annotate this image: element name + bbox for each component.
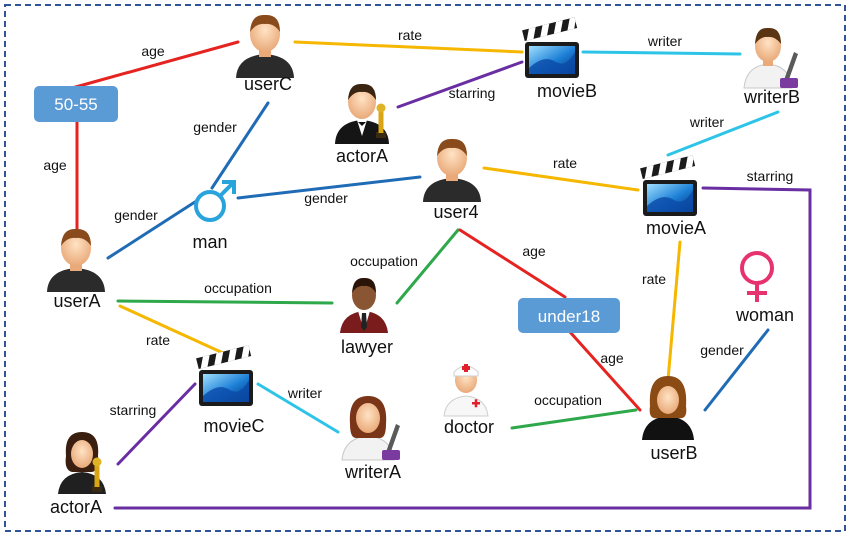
female-symbol-icon [740, 251, 774, 302]
edge-gender-userc-man [210, 101, 270, 190]
edge-starring-actora-moviec [116, 382, 197, 466]
edge-starring-actora-movieb [396, 60, 524, 109]
edge-label: rate [398, 27, 422, 43]
edge-label: starring [110, 402, 157, 418]
edge-gender-man-user4 [236, 175, 422, 200]
moviea-clapper-icon [640, 155, 697, 216]
edge-label: occupation [204, 280, 272, 296]
node-label-moviec: movieC [203, 416, 264, 436]
edge-gender-woman-userb [703, 328, 770, 412]
node-label-lawyer: lawyer [341, 337, 393, 357]
actora-top-person-icon [335, 83, 389, 144]
node-label-actora-top: actorA [336, 146, 388, 166]
edge-occupation-lawyer-user4 [395, 228, 460, 305]
edge-label: age [522, 243, 546, 259]
writera-person-icon [341, 396, 400, 461]
edge-label: gender [114, 207, 158, 223]
edge-occupation-usera-lawyer [116, 299, 334, 305]
edge-label: writer [287, 385, 323, 401]
moviec-clapper-icon [196, 345, 253, 406]
value-box-under18: under18 [518, 298, 620, 333]
node-labels: userC movieB writerB actorA user4 movieA… [50, 74, 800, 517]
edge-writer-writerb-moviea [666, 110, 780, 157]
edge-rate-usera-moviec [118, 304, 236, 360]
edge-label: starring [747, 168, 794, 184]
svg-text:under18: under18 [538, 307, 600, 326]
lawyer-person-icon [340, 277, 388, 333]
edge-label: age [141, 43, 165, 59]
node-label-woman: woman [735, 305, 794, 325]
edge-label: writer [689, 114, 725, 130]
node-label-user4: user4 [433, 202, 478, 222]
edge-rate-userc-movieb [293, 40, 524, 54]
dashed-frame [4, 4, 846, 532]
edge-rate-moviea-userb [666, 240, 682, 382]
node-label-moviea: movieA [646, 218, 706, 238]
edge-label: gender [193, 119, 237, 135]
edge-starring-moviea-actora [113, 186, 812, 510]
node-label-userc: userC [244, 74, 292, 94]
edges [70, 40, 812, 510]
trophy-icon [376, 103, 386, 138]
edge-label: writer [647, 33, 683, 49]
edge-labels: age rate writer starring writer gender a… [43, 27, 793, 418]
doctor-person-icon [443, 364, 489, 417]
node-label-movieb: movieB [537, 81, 597, 101]
edge-label: starring [449, 85, 496, 101]
edge-label: age [43, 157, 67, 173]
trophy-icon [92, 457, 102, 492]
node-label-writera: writerA [344, 462, 401, 482]
edge-label: rate [642, 271, 666, 287]
edge-rate-user4-moviea [482, 166, 640, 192]
writerb-person-icon [743, 27, 798, 89]
edge-label: rate [553, 155, 577, 171]
svg-text:50-55: 50-55 [54, 95, 97, 114]
user4-person-icon [423, 138, 481, 202]
edge-gender-usera-man [106, 198, 200, 260]
edge-label: gender [304, 190, 348, 206]
edge-writer-movieb-writerb [581, 50, 742, 56]
userc-person-icon [236, 14, 294, 78]
edge-age-under18-userb [568, 330, 642, 412]
edge-label: occupation [350, 253, 418, 269]
node-label-usera: userA [53, 291, 100, 311]
edge-label: age [600, 350, 624, 366]
edge-label: rate [146, 332, 170, 348]
edge-label: occupation [534, 392, 602, 408]
movieb-clapper-icon [522, 17, 579, 78]
edge-age-user4-under18 [458, 228, 567, 299]
node-label-man: man [192, 232, 227, 252]
node-label-userb: userB [650, 443, 697, 463]
node-label-actora-bottom: actorA [50, 497, 102, 517]
value-box-50-55: 50-55 [34, 86, 118, 122]
edge-age-userc [70, 40, 240, 90]
edge-occupation-doctor-userb [510, 408, 638, 430]
edge-writer-moviec-writera [256, 382, 340, 434]
usera-person-icon [47, 228, 105, 292]
male-symbol-icon [194, 180, 236, 222]
node-label-writerb: writerB [743, 87, 800, 107]
userb-person-icon [642, 376, 694, 440]
node-label-doctor: doctor [444, 417, 494, 437]
edge-label: gender [700, 342, 744, 358]
